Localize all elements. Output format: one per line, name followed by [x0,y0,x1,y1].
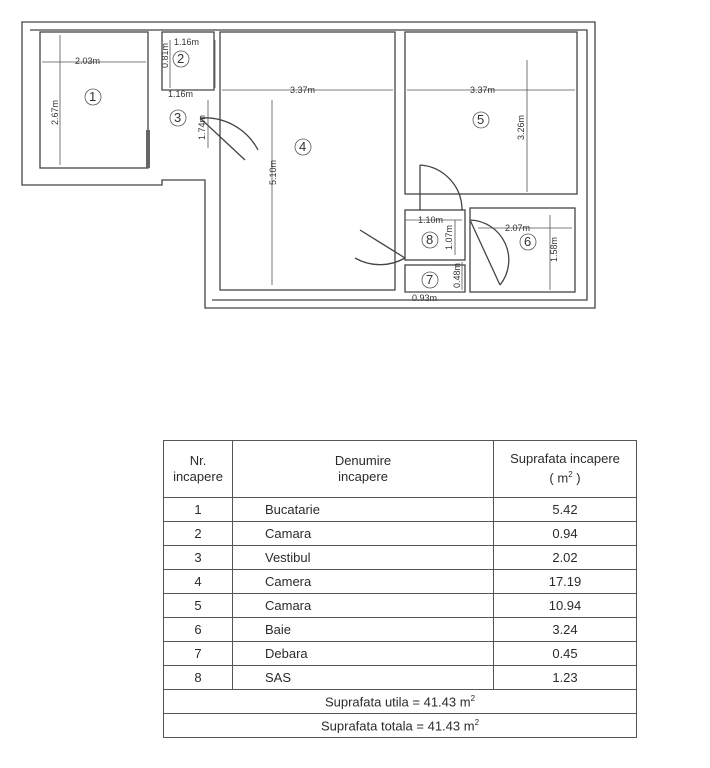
door-bath [469,219,510,286]
outer-wall-inner [30,29,588,301]
room-1-outline [39,31,149,169]
dim-label: 1.10m [418,215,443,225]
outer-wall [21,21,596,309]
room-area: 0.94 [493,521,637,546]
room-number: 2 [177,51,184,66]
room-nr: 7 [163,641,233,666]
dim-label: 3.37m [470,85,495,95]
room-number: 4 [299,139,306,154]
room-name: Bucatarie [232,497,494,522]
dim-label: 2.03m [75,56,100,66]
header-area: Suprafata incapere( m2 ) [493,440,637,498]
header-nr: Nr.incapere [163,440,233,498]
room-number: 8 [426,232,433,247]
room-markers: 1 2 3 4 5 6 7 8 [84,50,537,289]
room-area: 3.24 [493,617,637,642]
dim-label: 3.37m [290,85,315,95]
room-number: 6 [524,234,531,249]
room-5-outline [404,31,578,195]
room-area: 5.42 [493,497,637,522]
total-area: Suprafata totala = 41.43 m2 [163,713,637,738]
room-number: 3 [174,110,181,125]
room-nr: 4 [163,569,233,594]
room-number: 1 [89,89,96,104]
room-area: 10.94 [493,593,637,618]
room-nr: 1 [163,497,233,522]
room-nr: 8 [163,665,233,690]
dim-label: 3.26m [516,115,526,140]
door-sas [354,229,406,266]
room-area: 17.19 [493,569,637,594]
dim-label: 1.16m [174,37,199,47]
dim-label: 2.67m [50,100,60,125]
room-nr: 5 [163,593,233,618]
room-number: 5 [477,112,484,127]
dim-label: 1.74m [197,115,207,140]
dim-label: 0.48m [452,263,462,288]
door-room-5 [419,164,463,211]
total-useful-row: Suprafata utila = 41.43 m2 [163,689,637,714]
room-area: 2.02 [493,545,637,570]
room-name: Camara [232,593,494,618]
room-nr: 6 [163,617,233,642]
room-area: 0.45 [493,641,637,666]
room-6-outline [469,207,576,293]
dim-label: 2.07m [505,223,530,233]
room-nr: 2 [163,521,233,546]
dim-label: 1.07m [444,225,454,250]
dimension-labels: 2.03m 2.67m 1.16m 0.81m 1.16m 1.74m 3.37… [50,37,559,303]
room-name: Vestibul [232,545,494,570]
room-8-outline [404,209,466,261]
room-name: Camara [232,521,494,546]
room-name: Debara [232,641,494,666]
total-useful: Suprafata utila = 41.43 m2 [163,689,637,714]
dim-label: 0.81m [160,43,170,68]
room-4-outline [219,31,396,291]
room-number: 7 [426,272,433,287]
floor-plan: 2.03m 2.67m 1.16m 0.81m 1.16m 1.74m 3.37… [21,21,596,309]
room-name: SAS [232,665,494,690]
total-area-row: Suprafata totala = 41.43 m2 [163,713,637,738]
door-vestibule [199,117,259,161]
dim-label: 1.16m [168,89,193,99]
dim-label: 0.93m [412,293,437,303]
room-name: Baie [232,617,494,642]
room-name: Camera [232,569,494,594]
room-area: 1.23 [493,665,637,690]
dim-label: 5.10m [268,160,278,185]
dim-label: 1.58m [549,237,559,262]
room-nr: 3 [163,545,233,570]
